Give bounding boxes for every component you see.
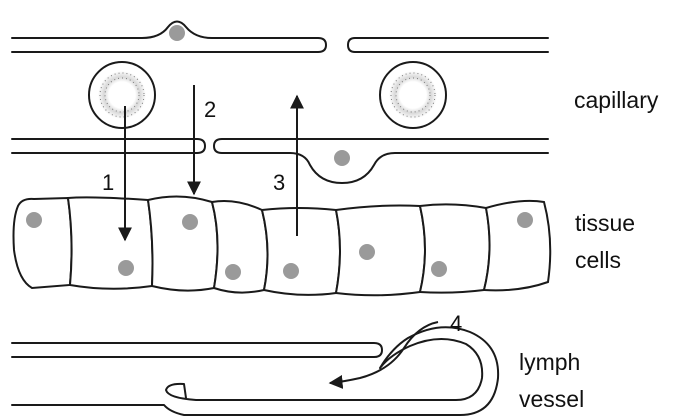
capillary-lower-wall-right — [214, 139, 548, 183]
tissue-cell — [148, 196, 218, 290]
tissue-nucleus — [359, 244, 375, 260]
tissue-cell — [212, 201, 268, 293]
label-tissue: tissue — [575, 210, 635, 236]
red-blood-cell-right — [380, 62, 446, 128]
arrow-label-3: 3 — [273, 170, 285, 195]
tissue-cell — [420, 204, 490, 292]
capillary-lower-wall-left — [12, 139, 205, 153]
label-capillary: capillary — [574, 87, 659, 113]
lymph-vessel-lower-wall — [12, 327, 498, 415]
tissue-cell-layer — [14, 196, 551, 295]
tissue-nucleus — [431, 261, 447, 277]
arrow-label-1: 1 — [102, 170, 114, 195]
label-cells: cells — [575, 247, 621, 273]
tissue-nucleus — [283, 263, 299, 279]
tissue-cell — [336, 206, 425, 296]
endothelial-nucleus-bottom — [334, 150, 350, 166]
capillary-upper-wall-left — [12, 22, 326, 53]
arrow-label-2: 2 — [204, 97, 216, 122]
tissue-nucleus — [225, 264, 241, 280]
tissue-nucleus — [517, 212, 533, 228]
tissue-nucleus — [118, 260, 134, 276]
tissue-cell — [262, 208, 340, 295]
red-blood-cell-left — [89, 62, 155, 128]
tissue-nucleus — [26, 212, 42, 228]
tissue-cell — [68, 197, 153, 288]
endothelial-nucleus-top — [169, 25, 185, 41]
label-vessel: vessel — [519, 386, 584, 412]
lymph-vessel-upper-wall — [12, 343, 382, 357]
tissue-cell — [484, 201, 550, 290]
arrow-label-4: 4 — [450, 311, 462, 336]
label-lymph: lymph — [519, 349, 580, 375]
tissue-cell — [14, 198, 72, 288]
capillary-upper-wall-right — [348, 38, 548, 52]
tissue-nucleus — [182, 214, 198, 230]
